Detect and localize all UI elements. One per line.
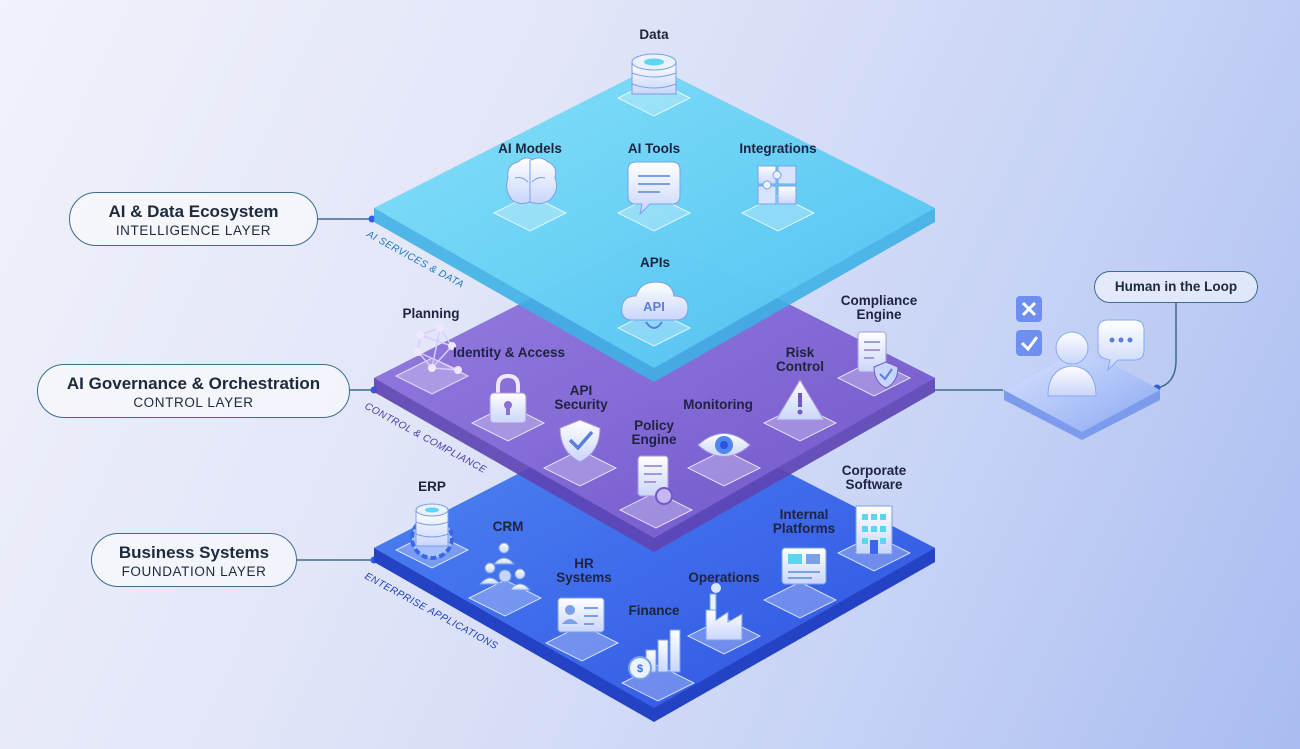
eye-icon (697, 433, 751, 457)
label-internal-platforms-line-2: Platforms (773, 521, 835, 536)
label-identity-access-text: Identity & Access (453, 345, 565, 360)
database-icon (631, 53, 677, 95)
pill-foundation-layer: Business Systems FOUNDATION LAYER (91, 533, 297, 587)
label-policy-engine-line-1: Policy (634, 418, 674, 433)
chat-icon (627, 161, 681, 216)
pill-control-title: AI Governance & Orchestration (66, 374, 321, 393)
network-icon (414, 324, 462, 374)
shield-check-icon (559, 419, 601, 463)
human-in-loop-panel (1004, 296, 1160, 440)
id-card-icon (557, 597, 605, 633)
document-gear-icon (637, 455, 673, 505)
svg-text:$: $ (637, 663, 643, 675)
label-integrations: Integrations (739, 141, 816, 156)
label-ai-tools: AI Tools (628, 141, 680, 156)
foundation-layer-plate: ENTERPRISE APPLICATIONS (363, 404, 935, 722)
connector-lines (297, 218, 1177, 561)
label-corporate-software-line-2: Software (845, 477, 903, 492)
pill-intelligence-layer: AI & Data Ecosystem INTELLIGENCE LAYER (69, 192, 318, 246)
pill-control-subtitle: CONTROL LAYER (133, 395, 254, 410)
building-icon (855, 505, 893, 555)
label-corporate-software-line-1: Corporate (842, 463, 907, 478)
label-hr-systems-line-2: Systems (556, 570, 612, 585)
pill-intelligence-title: AI & Data Ecosystem (108, 202, 279, 221)
svg-text:API: API (643, 299, 665, 314)
pill-intelligence-subtitle: INTELLIGENCE LAYER (115, 223, 272, 238)
label-internal-platforms-line-1: Internal (780, 507, 829, 522)
warning-icon (775, 379, 825, 421)
label-ai-models: AI Models (498, 141, 562, 156)
label-risk-control-line-1: Risk (786, 345, 815, 360)
pill-foundation-title: Business Systems (118, 543, 270, 562)
label-crm: CRM (493, 519, 524, 534)
api-cloud-icon: API (621, 281, 689, 329)
label-risk-control-line-2: Control (776, 359, 824, 374)
pill-foundation-subtitle: FOUNDATION LAYER (121, 564, 267, 579)
label-api-security-line-2: Security (554, 397, 608, 412)
label-apis: APIs (640, 255, 670, 270)
label-data: Data (639, 27, 669, 42)
reject-icon (1016, 296, 1042, 322)
label-compliance-engine-line-1: Compliance (841, 293, 918, 308)
label-policy-engine-line-2: Engine (631, 432, 676, 447)
coin-chart-icon: $ (628, 629, 681, 680)
brain-icon (506, 157, 558, 205)
lock-icon (489, 373, 527, 424)
person-icon (1047, 331, 1097, 397)
control-layer-plate: CONTROL & COMPLIANCE (363, 236, 935, 552)
label-finance: Finance (628, 603, 680, 618)
pill-human-in-loop: Human in the Loop (1094, 271, 1258, 303)
server-gear-icon (410, 503, 454, 560)
label-api-security-line-1: API (570, 383, 593, 398)
label-hr-systems-line-1: HR (574, 556, 594, 571)
people-gear-icon (478, 542, 532, 591)
label-identity-access: Identity & Access (453, 345, 565, 360)
speech-bubble-icon (1097, 319, 1145, 372)
pill-control-layer: AI Governance & Orchestration CONTROL LA… (37, 364, 350, 418)
puzzle-icon (757, 165, 797, 205)
factory-icon (705, 583, 743, 641)
label-monitoring: Monitoring (683, 397, 753, 412)
label-operations: Operations (688, 570, 759, 585)
checklist-shield-icon (857, 331, 899, 389)
approve-icon (1016, 330, 1042, 356)
label-erp: ERP (418, 479, 446, 494)
label-planning: Planning (403, 306, 460, 321)
label-compliance-engine-line-2: Engine (856, 307, 901, 322)
dashboard-icon (781, 547, 827, 585)
